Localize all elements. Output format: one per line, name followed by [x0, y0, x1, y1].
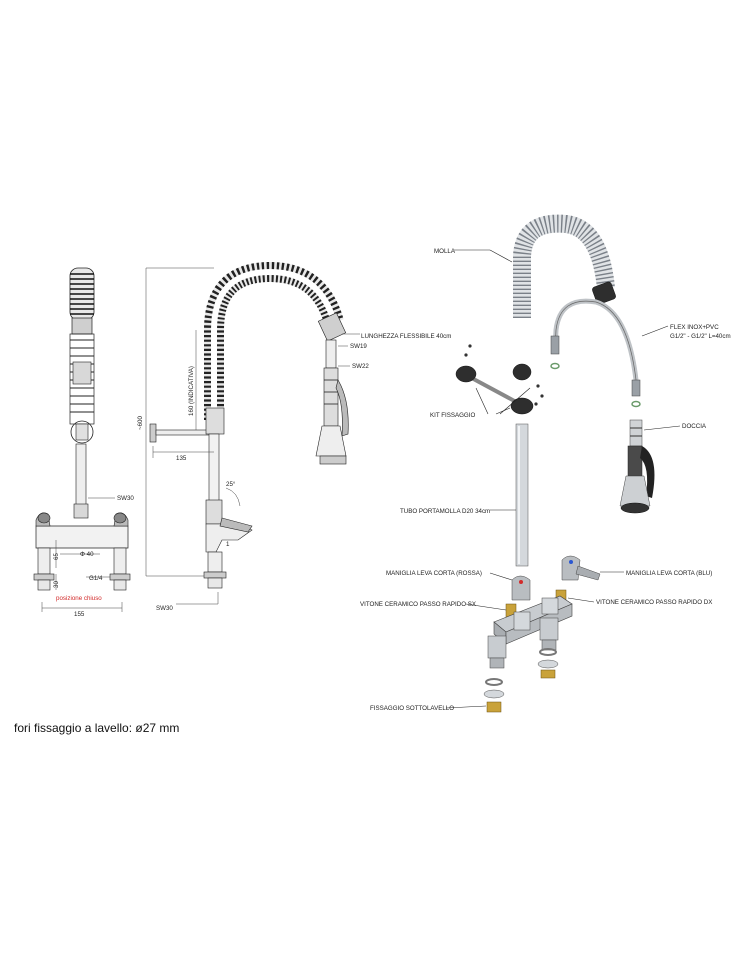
- doccia-spray: [619, 419, 655, 514]
- front-spring: [69, 267, 95, 444]
- label-posizione-chiuso: posizione chiuso: [56, 595, 102, 602]
- dim-sw30-front: SW30: [117, 495, 134, 502]
- dim-phi40: Φ 40: [80, 551, 94, 558]
- side-spray-gun: [323, 367, 339, 427]
- label-fissaggio: FISSAGGIO SOTTOLAVELLO: [370, 705, 454, 712]
- tubo-portamolla: [515, 423, 529, 567]
- exploded-view: MOLLA FLEX INOX+PVC G1/2" - G1/2" L=40cm…: [360, 214, 731, 713]
- dim-155: 155: [74, 611, 85, 618]
- dim-135: 135: [176, 455, 187, 462]
- front-body: [35, 525, 129, 549]
- dim-160-indicativa: 160 (INDICATIVA): [188, 366, 195, 416]
- label-kit-fissaggio: KIT FISSAGGIO: [430, 412, 475, 419]
- label-doccia: DOCCIA: [682, 423, 707, 430]
- dim-sw22: SW22: [352, 363, 369, 370]
- footer-note: fori fissaggio a lavello: ø27 mm: [14, 721, 179, 735]
- dim-600: ~600: [137, 416, 144, 430]
- svg-text:1: 1: [226, 541, 230, 548]
- flex-hose: [552, 298, 639, 392]
- label-vitone-dx: VITONE CERAMICO PASSO RAPIDO DX: [596, 599, 712, 606]
- kit-fissaggio: [455, 344, 544, 415]
- dim-sw30-side: SW30: [156, 605, 173, 612]
- side-view: ~600 160 (INDICATIVA) 135 25° 1 SW30 LUN…: [137, 261, 451, 612]
- label-maniglia-blu: MANIGLIA LEVA CORTA (BLU): [626, 570, 712, 577]
- dim-g14: G1/4: [89, 575, 103, 582]
- handle-red: [511, 575, 531, 601]
- label-maniglia-rossa: MANIGLIA LEVA CORTA (ROSSA): [386, 570, 482, 577]
- dim-lunghezza-flessibile: LUNGHEZZA FLESSIBILE 40cm: [361, 333, 451, 340]
- label-molla: MOLLA: [434, 248, 456, 255]
- label-tubo: TUBO PORTAMOLLA D20 34cm: [400, 508, 490, 515]
- dim-sw19: SW19: [350, 343, 367, 350]
- dim-30: 30: [53, 581, 60, 588]
- dim-65: 65: [53, 553, 60, 560]
- front-view: SW30 Φ 40 65 30 G1/4 posizione chiuso 15…: [33, 267, 134, 618]
- handle-blue: [561, 555, 581, 581]
- fissaggio-nut: [486, 701, 502, 713]
- dim-angle-25: 25°: [226, 481, 236, 488]
- label-flex: FLEX INOX+PVC: [670, 324, 719, 331]
- label-vitone-sx: VITONE CERAMICO PASSO RAPIDO SX: [360, 601, 476, 608]
- faucet-body: [487, 595, 573, 669]
- label-flex-spec: G1/2" - G1/2" L=40cm: [670, 333, 731, 340]
